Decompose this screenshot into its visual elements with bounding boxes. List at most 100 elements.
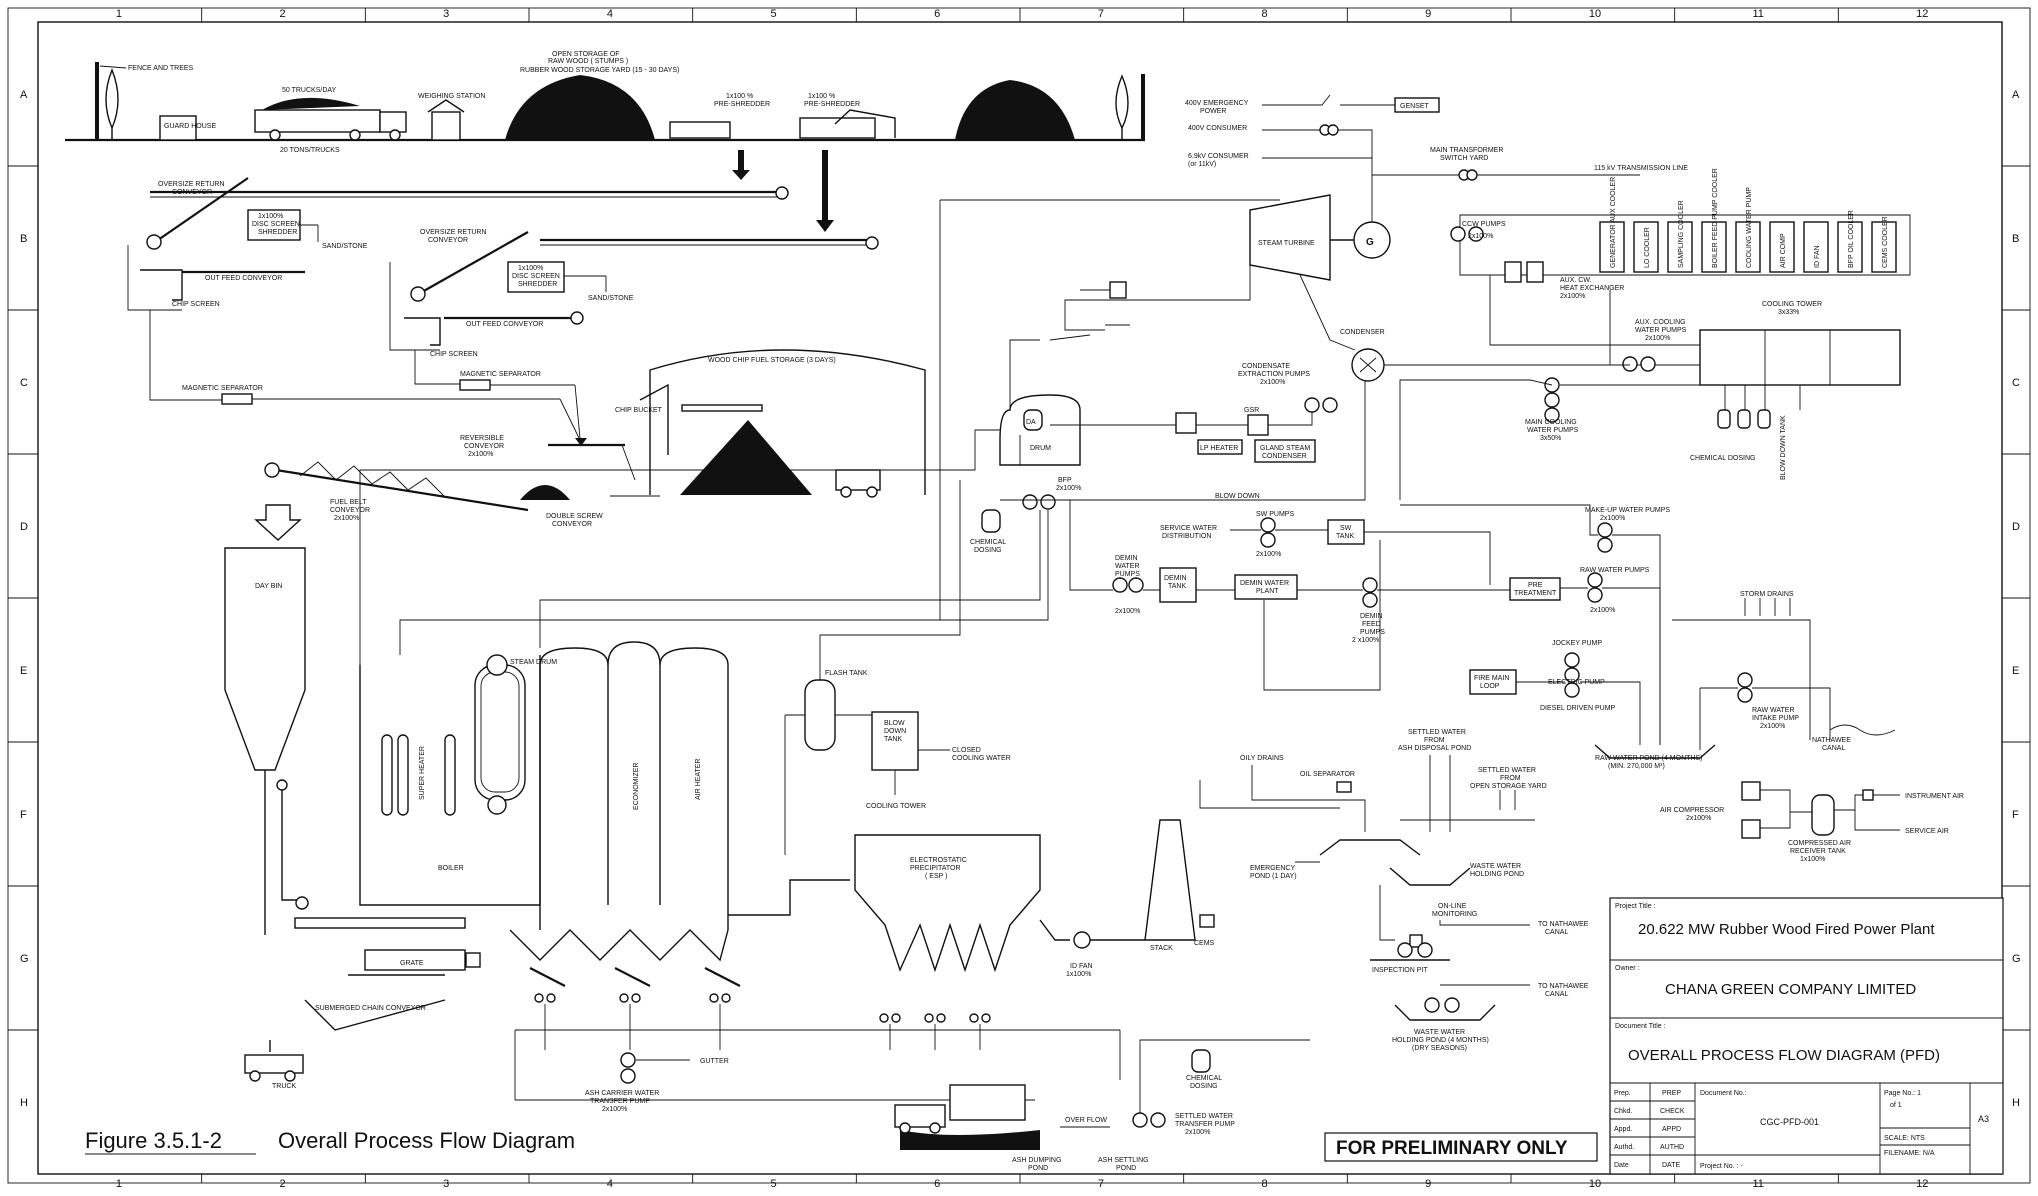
- grid-column-label: 4: [607, 1178, 613, 1190]
- grid-column-label: 9: [1425, 8, 1431, 20]
- svg-text:2x100%: 2x100%: [1600, 515, 1625, 522]
- svg-text:2x100%: 2x100%: [1645, 335, 1670, 342]
- svg-text:SUBMERGED CHAIN CONVEYOR: SUBMERGED CHAIN CONVEYOR: [315, 1005, 426, 1012]
- excavator-icon: [950, 1085, 1025, 1120]
- svg-text:RAW WATER PUMPS: RAW WATER PUMPS: [1580, 567, 1650, 574]
- svg-text:Document Title :: Document Title :: [1615, 1023, 1666, 1030]
- svg-text:CHEMICAL: CHEMICAL: [970, 539, 1006, 546]
- grid-column-label: 8: [1262, 8, 1268, 20]
- blowdown-system: FLASH TANK BLOW DOWN TANK CLOSED COOLING…: [785, 480, 1011, 855]
- svg-text:2x100%: 2x100%: [1260, 379, 1285, 386]
- wood-yard: FENCE AND TREES GUARD HOUSE 50 TRUCKS/DA…: [65, 51, 1145, 232]
- svg-text:ID FAN: ID FAN: [1070, 963, 1093, 970]
- svg-text:LOOP: LOOP: [1480, 683, 1500, 690]
- svg-text:CHEMICAL DOSING: CHEMICAL DOSING: [1690, 455, 1755, 462]
- svg-text:OVERSIZE RETURN: OVERSIZE RETURN: [420, 229, 487, 236]
- svg-text:1x100%: 1x100%: [518, 265, 543, 272]
- grid-row-label: G: [20, 953, 29, 965]
- svg-text:ASH CARRIER WATER: ASH CARRIER WATER: [585, 1090, 659, 1097]
- grid-column-label: 11: [1753, 8, 1764, 20]
- svg-text:CHIP SCREEN: CHIP SCREEN: [172, 301, 220, 308]
- feed-conveyors: OVERSIZE RETURN CONVEYOR 1x100% DISC SCR…: [128, 178, 878, 446]
- svg-text:DISTRIBUTION: DISTRIBUTION: [1162, 533, 1211, 540]
- svg-text:TREATMENT: TREATMENT: [1514, 590, 1557, 597]
- svg-text:AIR HEATER: AIR HEATER: [695, 759, 702, 801]
- svg-text:3x50%: 3x50%: [1540, 435, 1561, 442]
- svg-text:STORM DRAINS: STORM DRAINS: [1740, 591, 1794, 598]
- svg-text:SHREDDER: SHREDDER: [518, 281, 557, 288]
- svg-text:CONVEYOR: CONVEYOR: [464, 443, 504, 450]
- svg-text:PRE: PRE: [1528, 582, 1543, 589]
- svg-text:FLASH TANK: FLASH TANK: [825, 670, 868, 677]
- svg-text:FUEL BELT: FUEL BELT: [330, 499, 367, 506]
- svg-text:GRATE: GRATE: [400, 960, 424, 967]
- ash-discharge: [705, 968, 740, 1050]
- svg-text:INTAKE PUMP: INTAKE PUMP: [1752, 715, 1799, 722]
- svg-text:SETTLED WATER: SETTLED WATER: [1408, 729, 1466, 736]
- cooler-label: GENERATOR AUX COOLER: [1610, 177, 1617, 268]
- svg-text:POND (1 DAY): POND (1 DAY): [1250, 873, 1297, 880]
- svg-text:APPD: APPD: [1662, 1126, 1681, 1133]
- grid-row-label: H: [20, 1097, 28, 1109]
- svg-text:COMPRESSED AIR: COMPRESSED AIR: [1788, 840, 1851, 847]
- svg-text:CONDENSER: CONDENSER: [1262, 453, 1307, 460]
- grid-row-label: A: [2012, 89, 2020, 101]
- svg-text:MAGNETIC SEPARATOR: MAGNETIC SEPARATOR: [460, 371, 541, 378]
- svg-text:1x100%: 1x100%: [258, 213, 283, 220]
- grid-column-label: 8: [1262, 1178, 1268, 1190]
- svg-text:A3: A3: [1978, 1114, 1989, 1124]
- svg-text:OPEN STORAGE OF: OPEN STORAGE OF: [552, 51, 620, 58]
- document-title: OVERALL PROCESS FLOW DIAGRAM (PFD): [1628, 1047, 1940, 1064]
- svg-text:FROM: FROM: [1424, 737, 1445, 744]
- motor-icon: [296, 897, 308, 909]
- grid-column-label: 3: [443, 8, 449, 20]
- grid-column-label: 4: [607, 8, 613, 20]
- svg-text:FEED: FEED: [1362, 621, 1381, 628]
- svg-text:2x100%: 2x100%: [468, 451, 493, 458]
- svg-text:GUTTER: GUTTER: [700, 1058, 729, 1065]
- svg-text:WASTE WATER: WASTE WATER: [1414, 1029, 1465, 1036]
- truck-icon: [245, 1055, 303, 1081]
- svg-text:OUT FEED CONVEYOR: OUT FEED CONVEYOR: [466, 321, 543, 328]
- svg-text:MAIN TRANSFORMER: MAIN TRANSFORMER: [1430, 147, 1503, 154]
- project-title: 20.622 MW Rubber Wood Fired Power Plant: [1638, 921, 1935, 938]
- svg-text:WATER: WATER: [1115, 563, 1140, 570]
- cooler-label: BOILER FEED PUMP COOLER: [1712, 168, 1719, 268]
- svg-text:FROM: FROM: [1500, 775, 1521, 782]
- truck-icon: [255, 98, 406, 140]
- wood-chip-storage: WOOD CHIP FUEL STORAGE (3 DAYS) CHIP BUC…: [256, 350, 925, 540]
- svg-text:RUBBER WOOD STORAGE YARD (15 -: RUBBER WOOD STORAGE YARD (15 - 30 DAYS): [520, 67, 679, 74]
- svg-text:HOLDING POND (4 MONTHS): HOLDING POND (4 MONTHS): [1392, 1037, 1489, 1044]
- svg-text:DA: DA: [1026, 419, 1036, 426]
- svg-text:Chkd.: Chkd.: [1614, 1108, 1632, 1115]
- svg-text:MAIN COOLING: MAIN COOLING: [1525, 419, 1577, 426]
- svg-text:PUMPS: PUMPS: [1115, 571, 1140, 578]
- svg-text:NATHAWEE: NATHAWEE: [1812, 737, 1851, 744]
- svg-text:AUTHD: AUTHD: [1660, 1144, 1684, 1151]
- svg-text:CCW PUMPS: CCW PUMPS: [1462, 221, 1506, 228]
- title-block: Project Title : 20.622 MW Rubber Wood Fi…: [1610, 898, 2003, 1174]
- cooler-label: BFP OIL COOLER: [1848, 210, 1855, 268]
- svg-text:INSPECTION PIT: INSPECTION PIT: [1372, 967, 1428, 974]
- svg-text:DISC SCREEN: DISC SCREEN: [252, 221, 300, 228]
- svg-text:CONVEYOR: CONVEYOR: [428, 237, 468, 244]
- cooler-label: AIR COMP: [1780, 233, 1787, 268]
- svg-text:HOLDING POND: HOLDING POND: [1470, 871, 1524, 878]
- stack: [1145, 820, 1195, 940]
- svg-text:2x100%: 2x100%: [1115, 608, 1140, 615]
- svg-text:RAW WATER: RAW WATER: [1752, 707, 1795, 714]
- svg-text:JOCKEY PUMP: JOCKEY PUMP: [1552, 640, 1602, 647]
- svg-text:Authd.: Authd.: [1614, 1144, 1634, 1151]
- svg-text:LP HEATER: LP HEATER: [1200, 445, 1238, 452]
- id-fan: [1074, 932, 1090, 948]
- svg-text:ON-LINE: ON-LINE: [1438, 903, 1467, 910]
- svg-text:AIR COMPRESSOR: AIR COMPRESSOR: [1660, 807, 1724, 814]
- svg-text:OVER FLOW: OVER FLOW: [1065, 1117, 1107, 1124]
- svg-text:400V EMERGENCY: 400V EMERGENCY: [1185, 100, 1249, 107]
- svg-text:2x100%: 2x100%: [1056, 485, 1081, 492]
- cooler-label: CEMS COOLER: [1882, 216, 1889, 268]
- cooler-label: LO COOLER: [1644, 227, 1651, 268]
- preliminary-stamp: FOR PRELIMINARY ONLY: [1325, 1133, 1597, 1161]
- svg-text:PRE-SHREDDER: PRE-SHREDDER: [804, 101, 860, 108]
- grid-row-label: G: [2012, 953, 2021, 965]
